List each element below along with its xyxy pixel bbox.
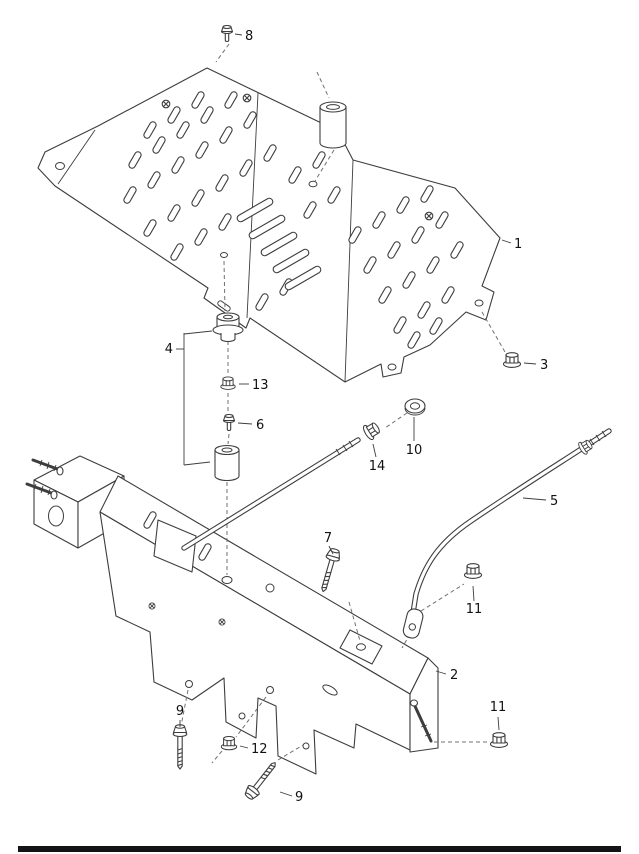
bracket-hole bbox=[185, 680, 193, 688]
callout-4-group: 4 bbox=[165, 342, 184, 357]
plate-hole bbox=[387, 363, 397, 371]
support-rod-short bbox=[181, 437, 361, 551]
callout-1-label: 1 bbox=[514, 237, 522, 252]
callout-1-group: 1 bbox=[501, 237, 522, 252]
callout-10-group: 10 bbox=[406, 417, 423, 458]
bolt-8 bbox=[221, 24, 233, 43]
callout-8-label: 8 bbox=[245, 29, 253, 44]
nut-11-lower bbox=[489, 732, 509, 748]
callout-13-label: 13 bbox=[252, 378, 269, 393]
callout-9-left-group: 9 bbox=[176, 704, 184, 727]
callout-3-group: 3 bbox=[523, 358, 548, 373]
nut-11-upper bbox=[463, 563, 483, 579]
callout-9-bottom-group: 9 bbox=[279, 790, 303, 805]
callout-12-label: 12 bbox=[251, 742, 268, 757]
nut-14 bbox=[361, 419, 383, 442]
spacer-collar bbox=[214, 444, 240, 482]
callout-6-label: 6 bbox=[256, 418, 264, 433]
callout-11-upper-label: 11 bbox=[466, 602, 483, 617]
callout-14-group: 14 bbox=[369, 443, 386, 474]
skid-plate bbox=[37, 67, 501, 383]
callout-9-left-label: 9 bbox=[176, 704, 184, 719]
callout-10-label: 10 bbox=[406, 443, 423, 458]
part4-bracket-line bbox=[183, 330, 213, 466]
callout-8-group: 8 bbox=[234, 29, 253, 44]
plate-hole bbox=[55, 162, 65, 170]
bracket-hole bbox=[266, 686, 274, 694]
bracket-end-plate bbox=[409, 657, 439, 753]
bracket-hole bbox=[238, 712, 246, 720]
callout-5-group: 5 bbox=[522, 494, 558, 509]
callout-13-group: 13 bbox=[239, 378, 269, 393]
bracket-large-hole bbox=[48, 505, 64, 527]
plate-screw-icon bbox=[424, 211, 434, 221]
callout-5-label: 5 bbox=[550, 494, 558, 509]
plate-fold-line bbox=[246, 92, 259, 319]
weld-stud bbox=[25, 482, 58, 500]
callout-9-bottom-label: 9 bbox=[295, 790, 303, 805]
callouts: 8 1 3 4 13 6 14 10 bbox=[165, 29, 559, 805]
nut-12 bbox=[220, 736, 238, 751]
callout-11-lower-label: 11 bbox=[490, 700, 507, 715]
plate-hole bbox=[474, 299, 484, 307]
callout-11-upper-group: 11 bbox=[466, 585, 483, 617]
callout-14-label: 14 bbox=[369, 459, 386, 474]
footer-rule bbox=[18, 846, 621, 852]
callout-12-group: 12 bbox=[239, 742, 268, 757]
bolt-6 bbox=[223, 413, 235, 432]
callout-7-label: 7 bbox=[324, 531, 332, 546]
bracket-hole bbox=[265, 583, 275, 593]
nut-13 bbox=[220, 376, 236, 390]
assembly-guide-lines bbox=[180, 43, 506, 764]
callout-2-group: 2 bbox=[435, 668, 458, 683]
bracket-front-face bbox=[99, 511, 411, 775]
callout-3-label: 3 bbox=[540, 358, 548, 373]
bolt-7 bbox=[315, 546, 343, 595]
plate-screw-icon bbox=[161, 99, 171, 109]
plate-hole bbox=[308, 180, 318, 188]
callout-4-label: 4 bbox=[165, 342, 173, 357]
stay-rod bbox=[402, 428, 612, 639]
bracket-screw-icon bbox=[148, 602, 156, 610]
boss-hole bbox=[356, 643, 366, 651]
rod-anchor-flange bbox=[153, 519, 197, 573]
plate-fold-line bbox=[57, 129, 96, 185]
bracket-hole bbox=[302, 742, 310, 750]
plate-hole bbox=[220, 252, 228, 258]
washer-10 bbox=[404, 398, 426, 416]
callout-6-group: 6 bbox=[237, 418, 264, 433]
callout-7-group: 7 bbox=[324, 531, 334, 555]
mounting-bracket bbox=[25, 455, 439, 775]
plate-screw-icon bbox=[242, 93, 252, 103]
grommet-bushing bbox=[212, 312, 244, 343]
bolt-9-bottom bbox=[242, 757, 282, 803]
bracket-slot-hole bbox=[322, 684, 338, 696]
nut-3 bbox=[502, 352, 522, 368]
plate-fold-line bbox=[344, 159, 354, 383]
bracket-end-stud bbox=[409, 699, 433, 743]
bracket-screw-icon bbox=[218, 618, 226, 626]
bracket-hole bbox=[221, 576, 233, 584]
bolt-9-left bbox=[172, 724, 188, 770]
cap-bushing bbox=[319, 101, 347, 149]
weld-stud bbox=[31, 458, 64, 476]
plate-tab-slot bbox=[217, 300, 231, 312]
callout-2-label: 2 bbox=[450, 668, 458, 683]
callout-11-lower-group: 11 bbox=[490, 700, 507, 731]
